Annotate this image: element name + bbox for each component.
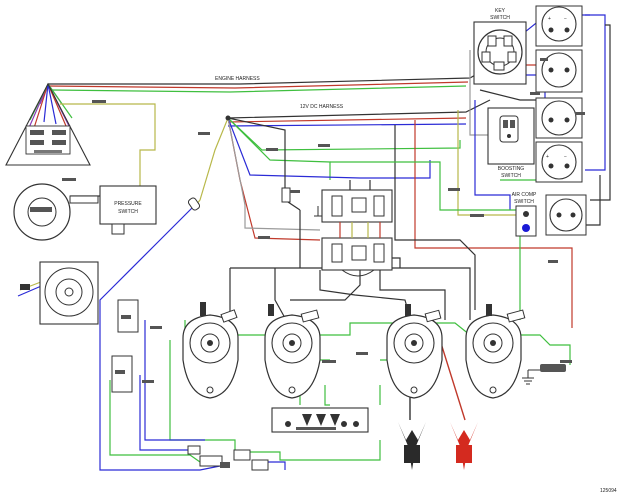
relay-assembly [314, 189, 393, 277]
jumper-clamp-positive [450, 422, 478, 470]
pressure-switch: PRESSURE SWITCH [99, 185, 157, 235]
ground-resistor [522, 364, 566, 385]
gauge-4: + − [535, 141, 583, 183]
gauge-1: + − [535, 5, 583, 47]
engine-harness-wire [48, 61, 499, 85]
gauge-minus-sign: − [564, 16, 567, 22]
dc-harness-label: 12V DC HARNESS [300, 104, 344, 110]
bottom-connectors [187, 445, 269, 471]
jumper-clamp-negative [398, 422, 426, 470]
generator-2 [264, 304, 321, 399]
key-switch-label-1: KEY [495, 8, 506, 14]
boosting-switch: BOOSTING SWITCH [487, 107, 535, 179]
pressure-switch-label-1: PRESSURE [114, 201, 142, 207]
gauge-minus-sign-2: − [564, 154, 567, 160]
generator-3 [386, 304, 443, 399]
round-engine-component [13, 183, 99, 241]
wire-tags [62, 92, 585, 383]
gauge-3 [535, 97, 583, 139]
drawing-number: 125094 [600, 488, 617, 494]
boosting-switch-label-1: BOOSTING [498, 166, 525, 172]
gauge-plus-sign-2: + [546, 154, 549, 160]
generator-1 [182, 302, 239, 399]
generator-4 [465, 304, 526, 399]
gauge-2 [535, 49, 583, 93]
terminal-block [271, 407, 369, 433]
gauge-plus-sign: + [548, 16, 551, 22]
generators [182, 302, 526, 399]
gauge-5 [545, 194, 587, 236]
air-comp-switch-label-1: AIR COMP [512, 192, 537, 198]
pressure-switch-label-2: SWITCH [118, 209, 138, 215]
harness-connectors [187, 115, 291, 211]
key-switch: KEY SWITCH [473, 8, 527, 85]
boosting-switch-label-2: SWITCH [501, 173, 521, 179]
engine-panel [5, 82, 91, 166]
air-comp-switch-label-2: SWITCH [514, 199, 534, 205]
engine-harness-label: ENGINE HARNESS [215, 76, 260, 82]
air-comp-switch: AIR COMP SWITCH [512, 192, 537, 237]
left-square-component [20, 261, 99, 325]
gauges: + − + − [535, 5, 587, 236]
key-switch-label-2: SWITCH [490, 15, 510, 21]
left-modules [111, 299, 139, 393]
dc-harness-wire [227, 99, 491, 119]
